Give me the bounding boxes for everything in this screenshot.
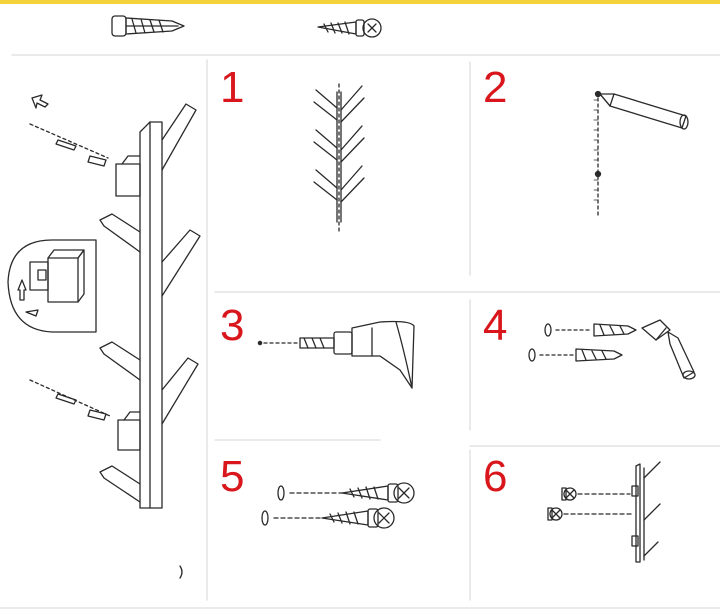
step2-marking — [593, 90, 689, 219]
step3-drilling — [257, 320, 415, 389]
arrow-icon — [31, 94, 49, 109]
hammer-icon — [641, 319, 696, 380]
shelf-front-view — [29, 94, 201, 579]
step6-hang — [547, 461, 661, 563]
step4-plugs — [528, 319, 696, 380]
pencil-icon — [599, 93, 689, 130]
step-number-6: 6 — [483, 452, 508, 501]
step-number-5: 5 — [220, 452, 245, 501]
screw-icon — [317, 18, 382, 38]
drill-icon — [299, 320, 415, 389]
step-number-4: 4 — [483, 301, 508, 350]
step-number-2: 2 — [483, 63, 508, 112]
wall-plug-icon — [111, 15, 185, 37]
panel-dividers — [0, 54, 720, 609]
top-accent-strip — [0, 0, 720, 4]
step-number-3: 3 — [220, 301, 245, 350]
step5-screws — [261, 482, 415, 529]
step-number-1: 1 — [220, 63, 245, 112]
step1-shelf-diagram — [313, 83, 365, 233]
bracket-detail-inset — [7, 239, 97, 333]
